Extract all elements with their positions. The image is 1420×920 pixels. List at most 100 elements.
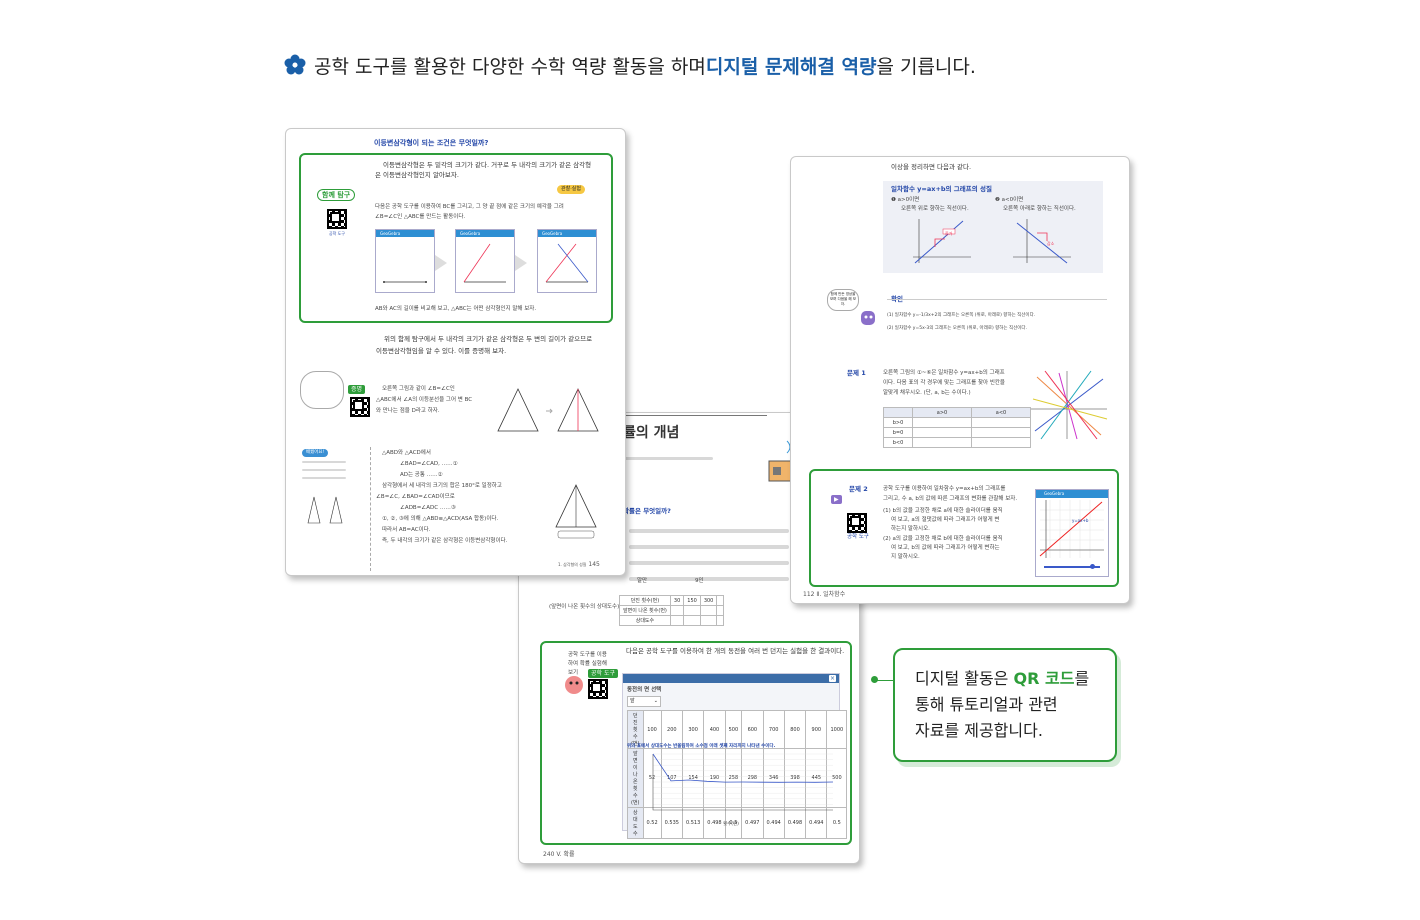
subheading: 확률은 무엇일까? — [623, 507, 671, 515]
activity-text: 다음은 공학 도구를 이용하여 BC를 그리고, 그 양 끝 점에 같은 크기의… — [375, 204, 564, 210]
problem2-q2: (2) a의 값을 고정한 채로 b에 대한 슬라이더를 움직 — [883, 536, 1003, 542]
problem2-q1: (1) b의 값을 고정한 채로 a에 대한 슬라이더를 움직 — [883, 508, 1003, 514]
page-title: 이등변삼각형이 되는 조건은 무엇일까? — [374, 139, 489, 147]
experiment-tag: 관찰·실험 — [557, 185, 585, 194]
tool-tag: ▶ — [831, 495, 842, 504]
relative-frequency-line — [652, 753, 834, 783]
results-cell: 0.497 — [741, 807, 764, 839]
problem2-q2c: 지 말하시오. — [891, 554, 920, 560]
tool-note: 공학 도구를 이용하여 확률 실험해 보기 — [568, 652, 607, 676]
bottom-right: 9인 — [695, 578, 704, 584]
increase-label: 증가 — [945, 231, 953, 236]
problem1-text: 오른쪽 그림의 ①~⑥은 일차함수 y=ax+b의 그래프 — [883, 370, 1005, 376]
question-text: AB와 AC의 길이를 비교해 보고, △ABC는 어떤 삼각형인지 말해 보자… — [375, 306, 537, 312]
tool-label: 공학 도구 — [329, 231, 345, 236]
geogebra-bar: GeoGebra — [1036, 490, 1108, 498]
increasing-graph — [913, 219, 971, 264]
proof-step-6: ∠ADB=∠ADC ……③ — [400, 505, 456, 511]
close-icon[interactable]: × — [829, 675, 836, 682]
proof-step-5: ∠B=∠C, ∠BAD=∠CAD이므로 — [376, 494, 455, 500]
arrow-icon — [435, 255, 447, 271]
proof-step-8: 따라서 AB=AC이다. — [382, 527, 431, 533]
headline: 공학 도구를 활용한 다양한 수학 역량 활동을 하며 디지털 문제해결 역량 … — [284, 50, 976, 80]
check-item-2: (2) 일차함수 y=5x-3의 그래프는 오른쪽 (위로, 아래로) 향하는 … — [887, 326, 1027, 331]
proof-triangle — [555, 484, 597, 539]
case1-label: ❶ a>0이면 — [891, 197, 920, 203]
section-heading: 률의 개념 — [623, 425, 680, 441]
slider-track[interactable] — [1044, 566, 1100, 568]
slider-graph[interactable] — [1039, 500, 1104, 558]
callout-dot — [871, 676, 878, 683]
results-cell: 900 — [805, 710, 828, 749]
paragraph-2: 이등변삼각형임을 알 수 있다. 이를 증명해 보자. — [376, 347, 507, 355]
paragraph: 위의 함께 탐구에서 두 내각의 크기가 같은 삼각형은 두 변의 길이가 같으… — [384, 335, 593, 343]
page-number: 240 — [543, 851, 555, 858]
instruction: 다음은 공학 도구를 이용하여 한 개의 동전을 여러 번 던지는 실험을 한 … — [626, 647, 845, 655]
digital-activity-box-2: 문제 2 ▶ 공학 도구 공학 도구를 이용하여 일차함수 y=ax+b의 그래… — [809, 469, 1119, 587]
explore-badge: 함께 탐구 — [317, 189, 356, 201]
results-cell: 상대도수 — [627, 807, 644, 839]
proof-line-2: △ABC에서 ∠A의 이등분선을 그어 변 BC — [376, 397, 473, 403]
formula: y=ax+b — [1072, 518, 1089, 523]
chapter-label: V. 확률 — [556, 851, 575, 858]
textbook-page-isosceles: 이등변삼각형이 되는 조건은 무엇일까? 이등변삼각형은 두 밑각의 크기가 같… — [285, 128, 626, 576]
results-cell: 0.513 — [681, 807, 705, 839]
results-cell: 던진 횟수(번) — [627, 710, 644, 749]
results-cell: 800 — [783, 710, 807, 749]
chart-xlabel: 횟수(번) — [723, 822, 739, 827]
digital-activity-box: 공학 도구를 이용하여 확률 실험해 보기 공학 도구 다음은 공학 도구를 이… — [540, 641, 852, 845]
bottom-left: 알만 — [637, 578, 648, 584]
proof-step-4: 삼각형에서 세 내각의 크기의 합은 180°로 일정하고 — [382, 483, 502, 489]
results-cell: 0.498 — [703, 807, 726, 839]
geogebra-panel: GeoGebra y=ax+b — [1035, 489, 1109, 577]
tool-label-2: 공학 도구 — [847, 534, 869, 540]
proof-step-9: 즉, 두 내각의 크기가 같은 삼각형은 이등변삼각형이다. — [382, 538, 508, 544]
qr-code[interactable] — [588, 679, 608, 699]
problem2-q2b: 여 보고, b의 값에 따라 그래프가 어떻게 변하는 — [891, 545, 1000, 551]
tool-title: 동전의 면 선택 — [627, 687, 662, 693]
check-item-1: (1) 일차함수 y=-1/3x+2의 그래프는 오른쪽 (위로, 아래로) 향… — [887, 313, 1036, 318]
callout-line3: 자료를 제공합니다. — [915, 721, 1043, 740]
speech-bubble — [300, 371, 344, 409]
problem1-label: 문제 1 — [847, 369, 866, 377]
proof-step-2: ∠BAD=∠CAD, ……① — [400, 461, 458, 467]
learned-badge: 배웠어요! — [302, 449, 329, 457]
triangle-figure — [497, 388, 599, 432]
problem1-text2: 이다. 다음 표의 각 경우에 맞는 그래프를 찾아 빈칸을 — [883, 380, 1005, 386]
qr-code-proof[interactable] — [350, 397, 370, 417]
property-box: 일차함수 y=ax+b의 그래프의 성질 ❶ a>0이면 오른쪽 위로 향하는 … — [883, 181, 1103, 273]
proof-line-1: 오른쪽 그림과 같이 ∠B=∠C인 — [382, 386, 455, 392]
tool-label: 공학 도구 — [588, 669, 618, 678]
intro-text: 이등변삼각형은 두 밑각의 크기가 같다. 거꾸로 두 내각의 크기가 같은 삼… — [383, 161, 592, 169]
page-number: 145 — [588, 561, 600, 568]
results-cell: 0.5 — [826, 807, 848, 839]
problem2-label: 문제 2 — [849, 485, 868, 493]
problem2-q1c: 하는지 말하시오. — [891, 526, 930, 532]
results-cell: 1000 — [826, 710, 848, 749]
relative-note: (앞면이 나온 횟수의 상대도수) — [549, 604, 620, 610]
problem2-q1b: 여 보고, a의 절댓값에 따라 그래프가 어떻게 변 — [891, 517, 1000, 523]
geogebra-step-2: GeoGebra — [455, 229, 515, 293]
qr-code[interactable] — [327, 209, 347, 229]
proof-tag: 증명 — [348, 385, 366, 394]
headline-part2: 을 기릅니다. — [876, 55, 976, 78]
arrow-icon — [515, 255, 527, 271]
qr-code-2[interactable] — [847, 513, 867, 533]
callout-highlight: QR 코드 — [1013, 669, 1075, 688]
face-select[interactable]: 앞⌄ — [627, 696, 661, 707]
flower-icon — [284, 54, 306, 75]
side-triangles — [307, 496, 343, 524]
case2-label: ❷ a<0이면 — [995, 197, 1024, 203]
headline-highlight: 디지털 문제해결 역량 — [705, 55, 877, 78]
character-icon — [861, 311, 875, 325]
proof-step-3: AD는 공통 ……② — [400, 472, 443, 478]
problem2-text2: 그리고, 수 a, b의 값에 따른 그래프의 변화를 관찰해 보자. — [883, 496, 1018, 502]
page-number: 112 — [803, 591, 815, 598]
slider-handle[interactable] — [1090, 564, 1095, 569]
problem1-text3: 알맞게 채우시오. (단, a, b는 수이다.) — [883, 390, 971, 396]
results-cell: 앞면이 나온 횟수(번) — [627, 748, 644, 808]
callout-line1-pre: 디지털 활동은 — [915, 669, 1014, 688]
